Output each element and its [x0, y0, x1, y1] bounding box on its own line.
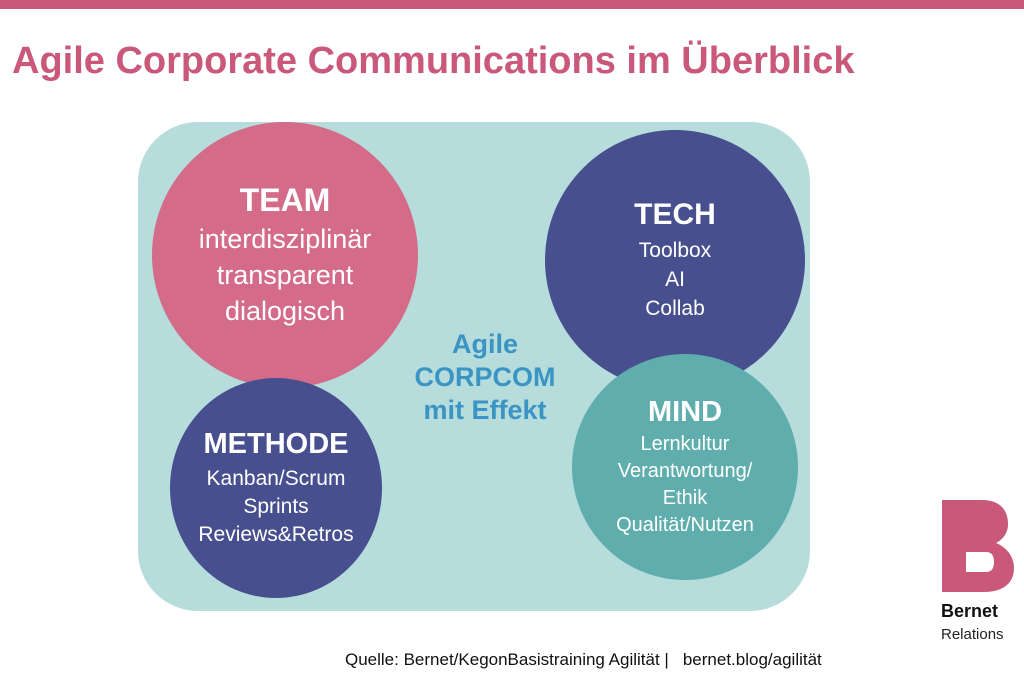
page-title: Agile Corporate Communications im Überbl… [12, 40, 855, 82]
center-line: mit Effekt [423, 395, 547, 425]
mind-heading: MIND [647, 395, 723, 428]
team-heading: TEAM [239, 181, 331, 218]
center-line: Agile [451, 329, 518, 359]
mind-item: Lernkultur [640, 432, 730, 455]
tech-item: Collab [645, 296, 705, 320]
mind-item: Verantwortung/ [617, 459, 753, 482]
tech-item: AI [665, 267, 685, 291]
methode-item: Reviews&Retros [198, 522, 354, 546]
logo-subtitle: Relations [941, 626, 1004, 643]
logo-name: Bernet [941, 601, 999, 621]
mind-circle: MIND Lernkultur Verantwortung/ Ethik Qua… [572, 354, 798, 580]
source-footer: Quelle: Bernet/KegonBasistraining Agilit… [345, 650, 836, 670]
team-item: dialogisch [224, 295, 346, 326]
team-item: transparent [216, 259, 354, 290]
methode-circle: METHODE Kanban/Scrum Sprints Reviews&Ret… [170, 378, 382, 598]
team-item: interdisziplinär [198, 223, 372, 254]
center-label: Agile CORPCOM mit Effekt [385, 328, 585, 427]
methode-item: Sprints [243, 494, 309, 518]
tech-item: Toolbox [638, 238, 712, 262]
tech-circle: TECH Toolbox AI Collab [545, 130, 805, 390]
methode-item: Kanban/Scrum [206, 466, 346, 490]
top-accent-bar [0, 0, 1024, 9]
team-circle: TEAM interdisziplinär transparent dialog… [152, 122, 418, 388]
bernet-logo-icon [942, 500, 1014, 592]
tech-heading: TECH [634, 197, 716, 231]
center-line: CORPCOM [414, 362, 556, 392]
mind-item: Ethik [662, 486, 708, 509]
source-text: Quelle: Bernet/KegonBasistraining Agilit… [345, 650, 669, 669]
source-link[interactable]: bernet.blog/agilität [682, 650, 822, 669]
mind-item: Qualität/Nutzen [616, 513, 754, 536]
methode-heading: METHODE [203, 427, 349, 460]
